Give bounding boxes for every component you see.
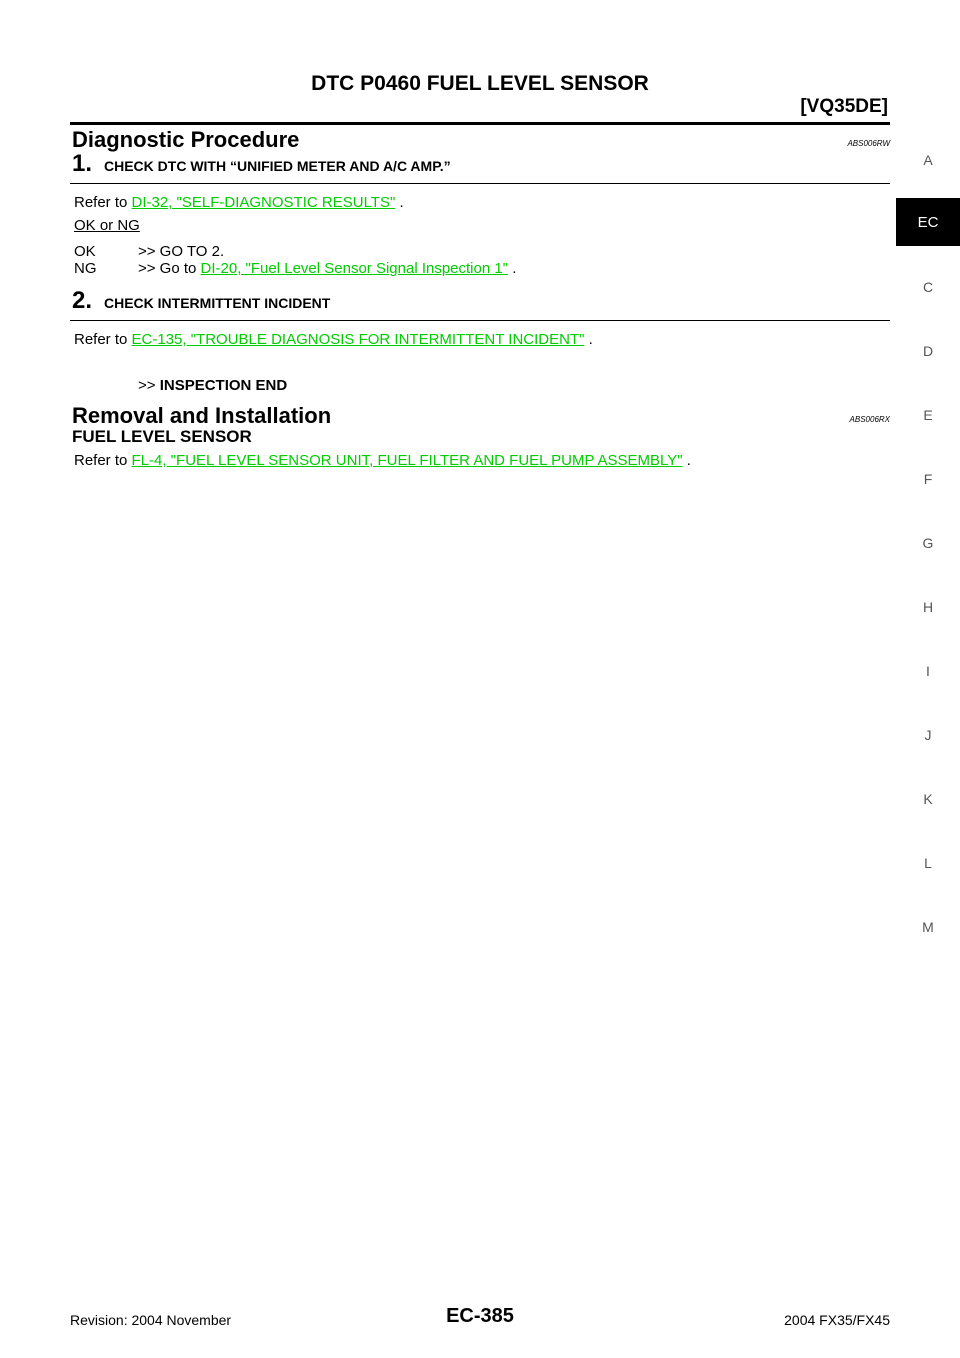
step-1-number: 1. bbox=[72, 150, 93, 177]
side-tab-i[interactable]: I bbox=[926, 663, 930, 679]
ok-label: OK bbox=[74, 243, 96, 260]
side-tab-ec-active[interactable]: EC bbox=[896, 198, 960, 246]
step-2-refer: Refer to EC-135, "TROUBLE DIAGNOSIS FOR … bbox=[74, 331, 593, 348]
side-tab-j[interactable]: J bbox=[924, 727, 932, 743]
ok-or-ng-label: OK or NG bbox=[74, 217, 140, 234]
footer-page-number: EC-385 bbox=[446, 1305, 514, 1327]
ng-label: NG bbox=[74, 260, 97, 277]
footer-model: 2004 FX35/FX45 bbox=[784, 1312, 890, 1328]
diagnostic-procedure-heading: Diagnostic Procedure bbox=[72, 127, 300, 152]
side-tab-h[interactable]: H bbox=[922, 599, 934, 615]
link-di-20-fuel-level-sensor-signal[interactable]: DI-20, "Fuel Level Sensor Signal Inspect… bbox=[200, 260, 509, 277]
page-title: DTC P0460 FUEL LEVEL SENSOR bbox=[311, 72, 649, 95]
side-tab-g[interactable]: G bbox=[922, 535, 934, 551]
side-tab-f[interactable]: F bbox=[923, 471, 933, 487]
inspection-end: >> INSPECTION END bbox=[138, 377, 288, 394]
removal-refer: Refer to FL-4, "FUEL LEVEL SENSOR UNIT, … bbox=[74, 452, 691, 469]
side-tab-e[interactable]: E bbox=[923, 407, 933, 423]
link-ec-135-intermittent-incident[interactable]: EC-135, "TROUBLE DIAGNOSIS FOR INTERMITT… bbox=[131, 331, 585, 348]
header-divider bbox=[70, 122, 890, 125]
side-tab-a[interactable]: A bbox=[923, 152, 933, 168]
step-2-number: 2. bbox=[72, 287, 93, 314]
link-fl-4-fuel-level-sensor-unit[interactable]: FL-4, "FUEL LEVEL SENSOR UNIT, FUEL FILT… bbox=[131, 452, 683, 469]
step-2-divider bbox=[70, 320, 890, 321]
side-tab-c[interactable]: C bbox=[922, 279, 934, 295]
ok-result: >> GO TO 2. bbox=[138, 243, 225, 260]
engine-label: [VQ35DE] bbox=[800, 96, 888, 117]
footer-revision: Revision: 2004 November bbox=[70, 1312, 232, 1328]
fuel-level-sensor-subheading: FUEL LEVEL SENSOR bbox=[72, 427, 252, 446]
step-1-divider bbox=[70, 183, 890, 184]
ng-result: >> Go to DI-20, "Fuel Level Sensor Signa… bbox=[138, 260, 517, 277]
removal-installation-code: ABS006RX bbox=[849, 415, 890, 424]
side-tab-l[interactable]: L bbox=[924, 855, 932, 871]
side-tab-d[interactable]: D bbox=[922, 343, 934, 359]
diagnostic-procedure-code: ABS006RW bbox=[847, 139, 890, 148]
link-di-32-self-diagnostic-results[interactable]: DI-32, "SELF-DIAGNOSTIC RESULTS" bbox=[131, 194, 396, 211]
step-1-title: CHECK DTC WITH “UNIFIED METER AND A/C AM… bbox=[104, 158, 451, 174]
removal-installation-heading: Removal and Installation bbox=[72, 403, 332, 428]
step-1-refer: Refer to DI-32, "SELF-DIAGNOSTIC RESULTS… bbox=[74, 194, 404, 211]
side-tab-m[interactable]: M bbox=[922, 919, 934, 935]
step-2-title: CHECK INTERMITTENT INCIDENT bbox=[104, 295, 331, 311]
side-tab-k[interactable]: K bbox=[923, 791, 933, 807]
